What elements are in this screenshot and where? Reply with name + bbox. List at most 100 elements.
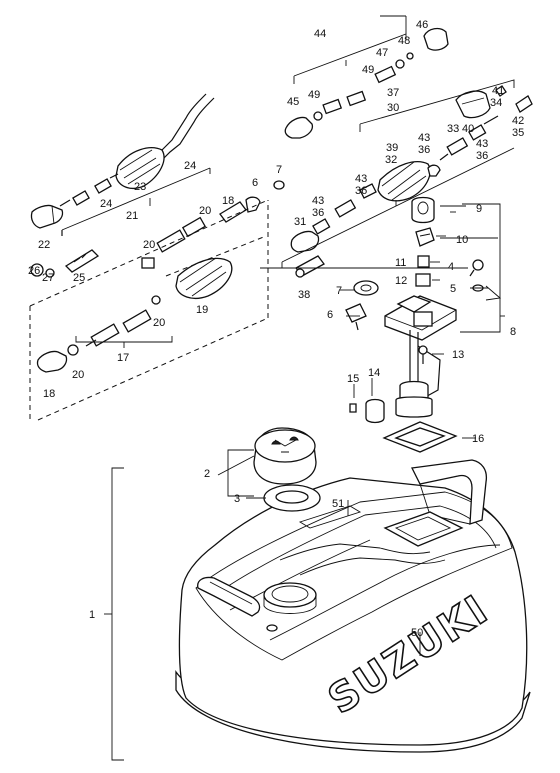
callout-50: 50: [411, 627, 423, 639]
callout-45: 45: [287, 96, 299, 108]
callout-46: 46: [416, 19, 428, 31]
assembly-17-boundary: [29, 199, 269, 421]
callout-20-a: 20: [199, 205, 211, 217]
callout-39: 39: [386, 142, 398, 154]
callout-23: 23: [134, 181, 146, 193]
callout-44: 44: [314, 28, 326, 40]
callout-27: 27: [42, 272, 54, 284]
callout-42: 42: [512, 115, 524, 127]
washer-7-right: [353, 280, 379, 296]
callout-22: 22: [38, 239, 50, 251]
callout-38: 38: [298, 289, 310, 301]
callout-14: 14: [368, 367, 380, 379]
callout-34: 34: [490, 97, 502, 109]
callout-41: 41: [492, 85, 504, 97]
callout-43-b: 43: [355, 173, 367, 185]
callout-19: 19: [196, 304, 208, 316]
clip-20-lower: [67, 344, 79, 356]
gauge-mount-boss: [383, 511, 464, 547]
bracket-8: [460, 203, 501, 333]
washer-7-left: [273, 180, 285, 190]
fitting-6-right: [345, 303, 367, 331]
callout-4: 4: [448, 261, 454, 273]
callout-6-right: 6: [327, 309, 333, 321]
leader-lines: [217, 211, 488, 656]
callout-9: 9: [476, 203, 482, 215]
callout-25: 25: [73, 272, 85, 284]
callout-30: 30: [387, 102, 399, 114]
callout-37: 37: [387, 87, 399, 99]
callout-10: 10: [456, 234, 468, 246]
callout-13: 13: [452, 349, 464, 361]
callout-43-a: 43: [312, 195, 324, 207]
connector-25: [64, 249, 100, 273]
callout-3: 3: [234, 493, 240, 505]
callout-2: 2: [204, 468, 210, 480]
callout-24-left: 24: [100, 198, 112, 210]
float-14: [365, 398, 385, 424]
callout-11: 11: [395, 257, 406, 269]
fuel-gauge-assembly: [384, 295, 457, 418]
primer-bulb-lower: [85, 196, 261, 347]
callout-36-c: 36: [418, 144, 430, 156]
callout-32: 32: [385, 154, 397, 166]
callout-48: 48: [398, 35, 410, 47]
callout-40: 40: [462, 123, 474, 135]
pin-15: [349, 403, 357, 413]
bracket-17: [75, 336, 173, 343]
callout-47: 47: [376, 47, 388, 59]
primer-bulb-upper: [59, 93, 215, 207]
engine-connector-33-40: [455, 85, 507, 119]
gauge-spring: [417, 255, 430, 268]
callout-26: 26: [28, 265, 40, 277]
callout-12: 12: [395, 275, 407, 287]
vent-plug: [266, 624, 278, 632]
callout-43-c: 43: [418, 132, 430, 144]
callout-15: 15: [347, 373, 359, 385]
screw-13: [418, 345, 428, 364]
hose-connector-22: [30, 204, 64, 229]
callout-16: 16: [472, 433, 484, 445]
primer-bulb-right: [312, 115, 499, 235]
callout-21: 21: [126, 210, 138, 222]
tank-handle: [197, 576, 261, 617]
callout-49-lower: 49: [308, 89, 320, 101]
upper-hose-set: [284, 27, 449, 139]
bracket-1: [111, 467, 124, 761]
screw-4: [469, 259, 484, 277]
callout-6-left: 6: [252, 177, 258, 189]
tank-body: [178, 477, 528, 746]
clip-26-27: [30, 263, 55, 278]
callout-20-b: 20: [143, 239, 155, 251]
callout-35: 35: [512, 127, 524, 139]
bracket-2-3: [227, 449, 254, 497]
label-plate: [298, 505, 362, 529]
hose-connector-18: [36, 350, 68, 373]
connector-38: [295, 255, 325, 278]
filler-cap: [253, 427, 317, 485]
callout-51: 51: [332, 498, 344, 510]
cap-gasket: [263, 484, 321, 512]
callout-17: 17: [117, 352, 129, 364]
callout-8: 8: [510, 326, 516, 338]
callout-31: 31: [294, 216, 306, 228]
gauge-lens: [415, 227, 435, 247]
gauge-seal: [415, 273, 431, 287]
callout-24-right: 24: [184, 160, 196, 172]
callout-1: 1: [89, 609, 95, 621]
callout-5: 5: [450, 283, 456, 295]
callout-36-b: 36: [355, 185, 367, 197]
callout-18-lower: 18: [43, 388, 55, 400]
fitting-35-42: [515, 95, 533, 113]
callout-49-upper: 49: [362, 64, 374, 76]
tank-top-surface: [195, 491, 513, 661]
callout-36-d: 36: [476, 150, 488, 162]
callout-36-a: 36: [312, 207, 324, 219]
callout-20-c: 20: [153, 317, 165, 329]
callout-20-d: 20: [72, 369, 84, 381]
gauge-rotor: [411, 196, 435, 224]
bracket-37: [359, 79, 515, 132]
bracket-30: [281, 147, 515, 268]
hose-connector-31: [290, 230, 320, 253]
